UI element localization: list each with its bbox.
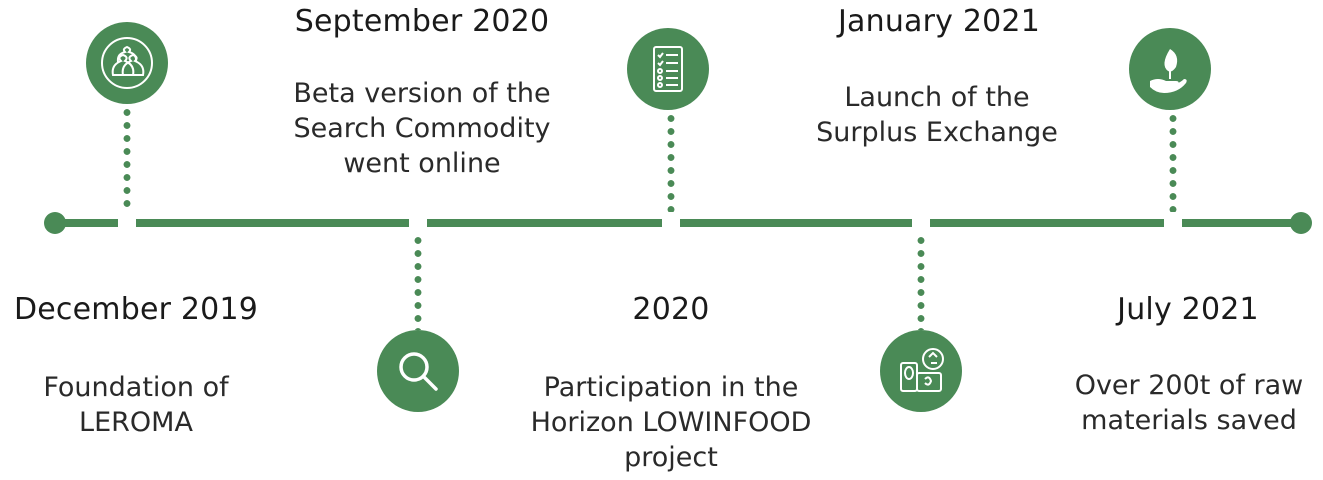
event-description: Launch of the Surplus Exchange [816,82,1058,148]
event-date: September 2020 [294,4,550,39]
timeline-gap [118,217,136,229]
checklist-icon [627,28,709,110]
event-description: Participation in the Horizon LOWINFOOD p… [530,372,812,473]
timeline-end-dot [1290,212,1312,234]
event-date: December 2019 [13,292,259,327]
event-description: Over 200t of raw materials saved [1074,370,1304,436]
event-date: July 2021 [1117,292,1259,327]
timeline-gap [1164,217,1182,229]
timeline-gap [409,217,427,229]
sacks-icon [86,22,168,104]
event-date: January 2021 [837,4,1040,39]
timeline-start-dot [44,212,66,234]
magnifier-icon [377,330,459,412]
timeline-gap [662,217,680,229]
recycle-containers-icon [880,330,962,412]
hand-plant-icon [1129,28,1211,110]
connector-dots [917,234,925,330]
connector-dots [1169,112,1177,212]
connector-dots [414,234,422,330]
event-date: 2020 [632,292,710,327]
connector-dots [667,112,675,212]
event-description: Foundation of LEROMA [43,372,229,438]
timeline-gap [912,217,930,229]
event-description: Beta version of the Search Commodity wen… [293,78,551,179]
connector-dots [123,106,131,212]
